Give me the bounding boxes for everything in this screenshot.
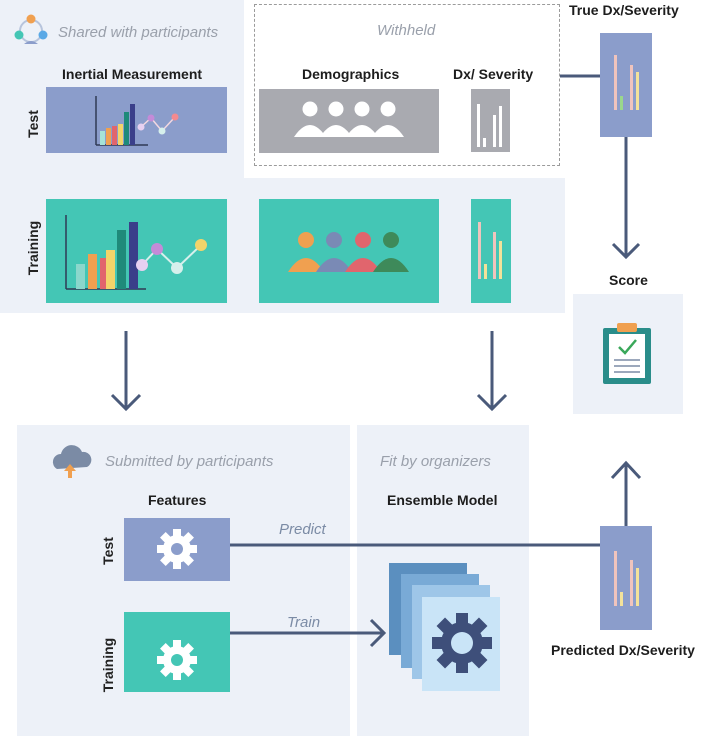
shared-title: Shared with participants <box>58 24 219 41</box>
inertial-training-chart-icon <box>65 215 207 290</box>
features-label: Features <box>148 492 207 508</box>
shared-to-submitted-arrow <box>110 331 142 412</box>
withheld-box <box>254 4 560 166</box>
train-edge-label: Train <box>287 614 321 631</box>
dx-training-bars <box>478 222 502 279</box>
people-group-icon-white <box>294 101 404 137</box>
withheld-dx-bars <box>477 104 502 147</box>
train-arrow <box>230 618 387 648</box>
gear-icon <box>157 640 197 680</box>
submitted-title: Submitted by participants <box>105 453 274 470</box>
withheld-dx-test-box <box>471 89 510 152</box>
inertial-test-box <box>46 87 227 153</box>
inertial-test-chart-icon <box>95 96 179 146</box>
demographics-training-box <box>259 199 439 303</box>
predicted-dx-bars <box>614 551 639 606</box>
demographics-test-box <box>259 89 439 153</box>
true-dx-box <box>600 33 652 137</box>
true-dx-bars <box>614 55 639 110</box>
shared-to-fit-arrow <box>476 331 508 412</box>
true-dx-label: True Dx/Severity <box>569 2 679 18</box>
people-cycle-icon <box>14 14 48 44</box>
gear-icon <box>157 529 197 569</box>
predicted-to-score-arrow <box>610 460 642 526</box>
predicted-dx-label: Predicted Dx/Severity <box>551 642 695 658</box>
dx-training-box <box>471 199 511 303</box>
demographics-label: Demographics <box>302 66 400 82</box>
predicted-dx-box <box>600 526 652 630</box>
cloud-upload-icon <box>52 445 92 478</box>
predict-edge-label: Predict <box>279 521 326 538</box>
score-label: Score <box>609 272 648 288</box>
withheld-title: Withheld <box>377 22 436 39</box>
ensemble-label: Ensemble Model <box>387 492 498 508</box>
withheld-dx-label: Dx/ Severity <box>453 66 534 82</box>
truedx-to-score-arrow <box>611 137 641 260</box>
gear-stack-icon <box>389 563 500 691</box>
fit-title: Fit by organizers <box>380 453 491 470</box>
people-group-icon <box>288 232 409 272</box>
clipboard-check-icon <box>603 323 651 384</box>
inertial-label: Inertial Measurement <box>62 66 203 82</box>
